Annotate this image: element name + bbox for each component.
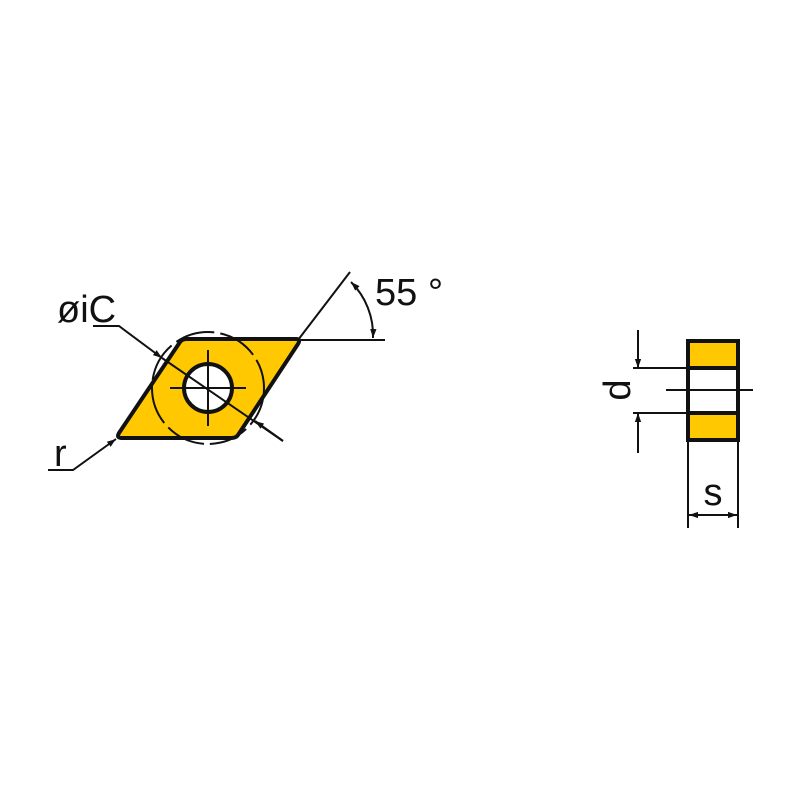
angle-extension-line: [297, 271, 351, 341]
diameter-leader: [93, 325, 163, 359]
s-label: s: [704, 472, 723, 514]
insert-top-view: øiC 55 ° r: [48, 271, 443, 475]
d-label: d: [597, 379, 639, 400]
diameter-arrow: [254, 420, 284, 442]
radius-label: r: [54, 433, 67, 475]
angle-label: 55 °: [375, 272, 443, 314]
side-top-band: [688, 341, 738, 368]
diameter-label: øiC: [57, 289, 116, 331]
radius-leader: [48, 438, 117, 471]
angle-arc: [350, 281, 377, 339]
insert-side-view: d s: [597, 330, 753, 528]
inscribed-circle: [151, 331, 265, 445]
side-bottom-band: [688, 413, 738, 440]
